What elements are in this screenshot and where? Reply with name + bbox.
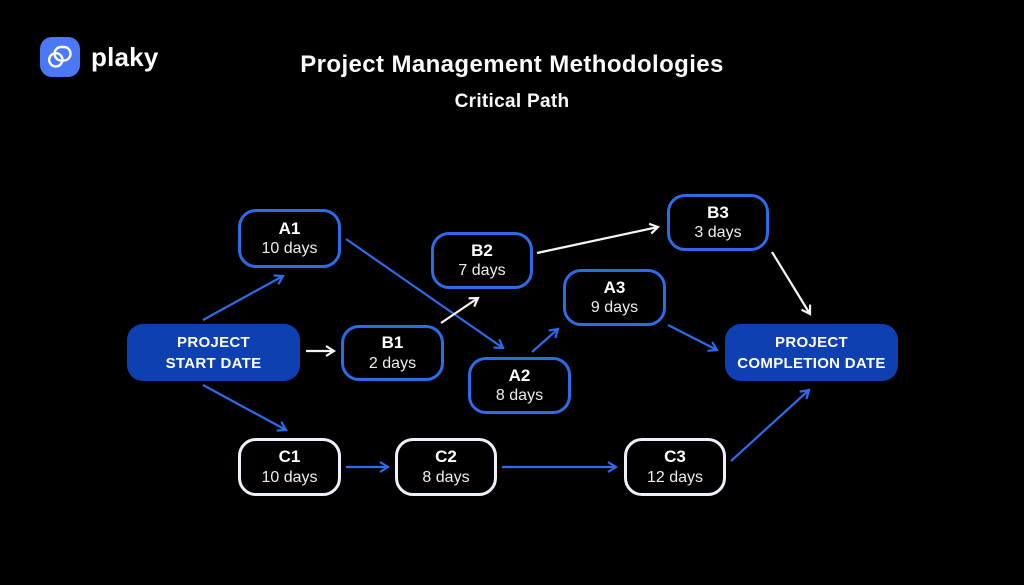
milestone-start-line2: START DATE: [165, 354, 262, 372]
task-node-c2: C2 8 days: [395, 438, 497, 496]
task-c1-name: C1: [278, 447, 301, 467]
page-subtitle: Critical Path: [454, 91, 570, 112]
task-a1-name: A1: [278, 218, 301, 238]
task-c2-name: C2: [435, 447, 457, 467]
task-a2-name: A2: [508, 365, 531, 385]
task-a2-duration: 8 days: [495, 387, 544, 405]
plaky-logo: plaky: [40, 37, 159, 77]
task-c2-duration: 8 days: [422, 468, 470, 486]
plaky-logo-icon: [40, 37, 80, 77]
task-b3-duration: 3 days: [694, 224, 742, 242]
edge-b3-completion: [771, 251, 812, 316]
task-a3-name: A3: [603, 277, 626, 297]
page-title: Project Management Methodologies: [300, 51, 724, 78]
edge-a1-a2: [345, 238, 505, 350]
task-c3-duration: 12 days: [646, 468, 704, 486]
milestone-completion-line1: PROJECT: [775, 333, 848, 351]
task-a1-duration: 10 days: [261, 240, 318, 258]
task-a3-duration: 9 days: [590, 299, 639, 317]
task-b1-name: B1: [381, 333, 404, 353]
task-b2-duration: 7 days: [458, 262, 506, 280]
milestone-start-line1: PROJECT: [177, 333, 250, 351]
milestone-completion-line2: COMPLETION DATE: [737, 354, 886, 372]
task-b1-duration: 2 days: [368, 354, 417, 372]
edge-a2-a3: [531, 327, 560, 353]
edge-c3-completion: [730, 388, 811, 462]
milestone-project-completion: PROJECT COMPLETION DATE: [725, 324, 898, 381]
edge-b2-b3: [536, 222, 661, 255]
edge-b1-b2: [440, 296, 480, 324]
task-node-b2: B2 7 days: [431, 232, 533, 289]
task-node-c1: C1 10 days: [238, 438, 341, 496]
task-node-b1: B1 2 days: [341, 325, 444, 381]
task-node-a1: A1 10 days: [238, 209, 341, 268]
brand-name: plaky: [91, 41, 159, 72]
task-b3-name: B3: [707, 202, 729, 222]
milestone-project-start: PROJECT START DATE: [127, 324, 300, 381]
task-node-a3: A3 9 days: [563, 269, 666, 326]
task-c3-name: C3: [664, 447, 686, 467]
task-node-b3: B3 3 days: [667, 194, 769, 251]
edge-start-a1: [202, 274, 285, 321]
task-b2-name: B2: [471, 240, 493, 260]
task-node-a2: A2 8 days: [468, 357, 571, 414]
edge-a3-completion: [667, 324, 719, 352]
edge-start-c1: [202, 384, 288, 432]
task-node-c3: C3 12 days: [624, 438, 726, 496]
task-c1-duration: 10 days: [261, 468, 318, 486]
